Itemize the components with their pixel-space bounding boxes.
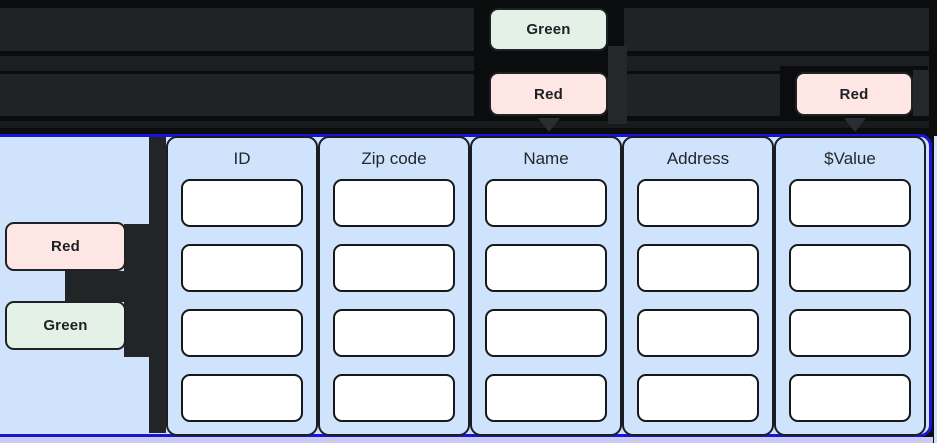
column-header: $Value xyxy=(824,149,876,168)
column-name: Name xyxy=(470,136,622,436)
table-cell[interactable] xyxy=(181,374,303,422)
column-cells xyxy=(168,179,316,422)
red-badge-center[interactable]: Red xyxy=(489,72,608,116)
badge-connector-stub xyxy=(124,224,149,357)
table-cell[interactable] xyxy=(789,244,911,292)
column-header: Zip code xyxy=(361,149,427,168)
table-cell[interactable] xyxy=(181,309,303,357)
table-cell[interactable] xyxy=(485,374,607,422)
column-address: Address xyxy=(622,136,774,436)
green-badge-shadow xyxy=(608,46,627,95)
table-cell[interactable] xyxy=(789,309,911,357)
column-header: ID xyxy=(233,149,251,168)
column-header: Name xyxy=(523,149,569,168)
arrow-down-icon xyxy=(538,118,560,132)
green-badge-left[interactable]: Green xyxy=(5,301,126,350)
badge-connector-elbow xyxy=(65,271,124,302)
table-cell[interactable] xyxy=(637,179,759,227)
right-partial-container xyxy=(933,136,937,443)
table-cell[interactable] xyxy=(485,309,607,357)
column-cells xyxy=(624,179,772,422)
table-cell[interactable] xyxy=(333,309,455,357)
column-header: Address xyxy=(666,149,730,168)
table-cell[interactable] xyxy=(333,244,455,292)
column-zip-code: Zip code xyxy=(318,136,470,436)
table-cell[interactable] xyxy=(181,244,303,292)
lane-right-gap xyxy=(929,0,937,134)
center-red-badge-shadow xyxy=(608,94,627,124)
table-cell[interactable] xyxy=(637,244,759,292)
column-cells xyxy=(776,179,924,422)
column-id: ID xyxy=(166,136,318,436)
red-badge-left[interactable]: Red xyxy=(5,222,126,271)
table-cell[interactable] xyxy=(333,374,455,422)
green-badge-left-label: Green xyxy=(43,317,88,334)
table-cell[interactable] xyxy=(333,179,455,227)
table-cell[interactable] xyxy=(485,179,607,227)
column-value: $Value xyxy=(774,136,926,436)
next-container-edge xyxy=(0,437,937,443)
table-cell[interactable] xyxy=(181,179,303,227)
table-cell[interactable] xyxy=(637,309,759,357)
vertical-connector-bar xyxy=(149,137,166,433)
timeline-lane-top xyxy=(0,8,937,51)
table-cell[interactable] xyxy=(637,374,759,422)
timeline-lane-thin xyxy=(0,121,937,128)
red-badge-right-label: Red xyxy=(839,85,869,103)
arrow-down-icon xyxy=(844,118,866,132)
table-cell[interactable] xyxy=(789,179,911,227)
green-badge-top-label: Green xyxy=(526,21,571,38)
table-cell[interactable] xyxy=(485,244,607,292)
column-cells xyxy=(320,179,468,422)
table-cell[interactable] xyxy=(789,374,911,422)
timeline-lane-middle xyxy=(0,56,937,71)
green-badge-top[interactable]: Green xyxy=(489,8,608,51)
red-badge-right[interactable]: Red xyxy=(795,72,913,116)
red-badge-center-label: Red xyxy=(534,85,563,103)
column-cells xyxy=(472,179,620,422)
right-red-badge-shadow xyxy=(913,70,929,116)
red-badge-left-label: Red xyxy=(51,238,80,255)
